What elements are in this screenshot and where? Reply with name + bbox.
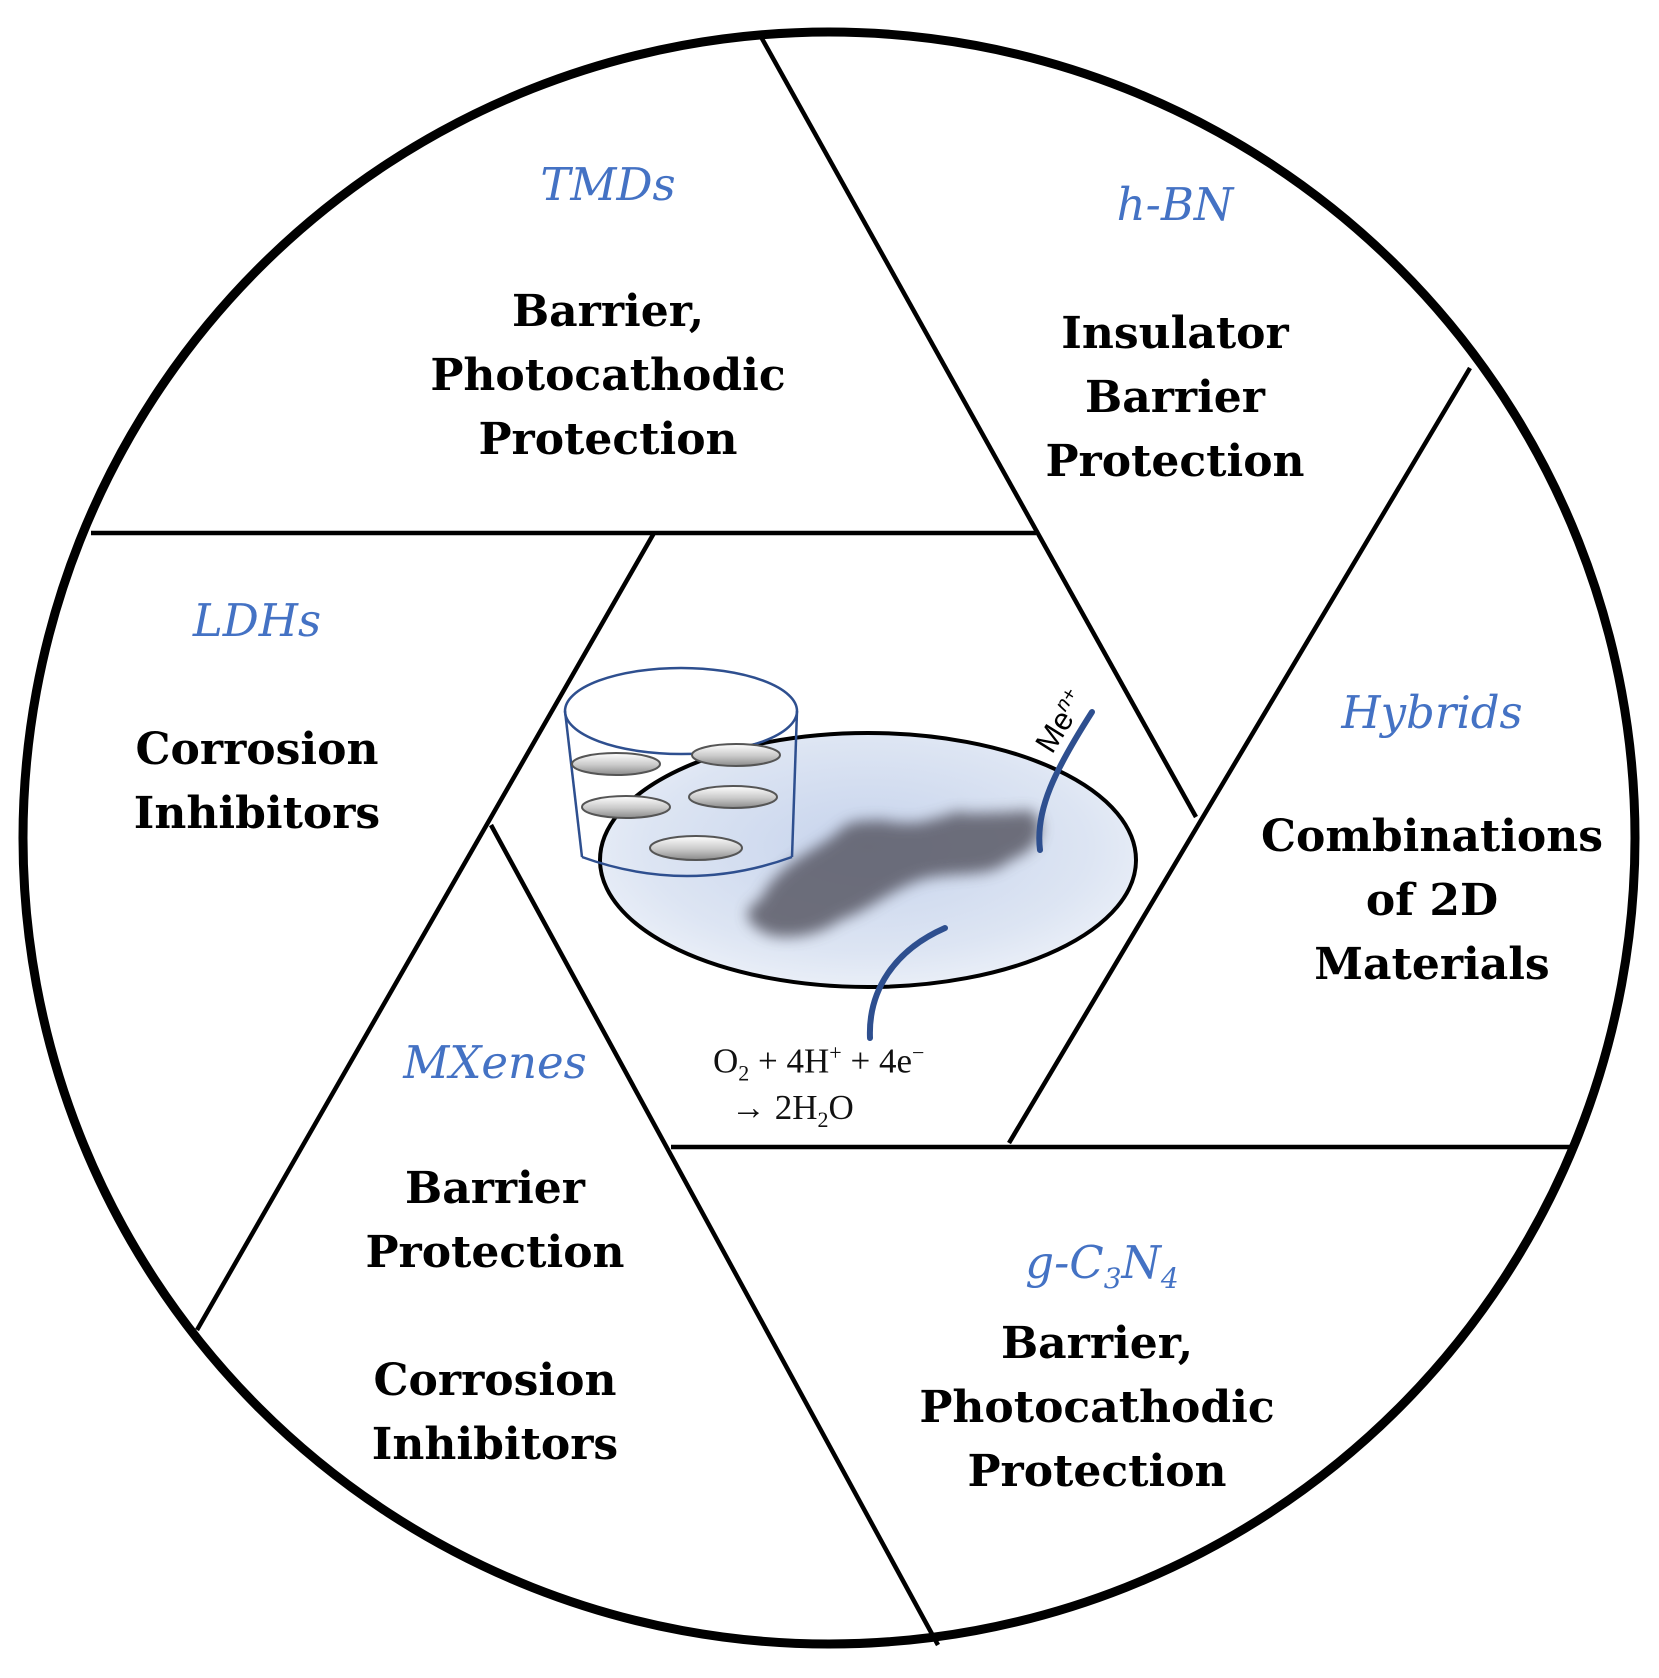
coating-container xyxy=(563,666,799,878)
category-tmds: TMDs xyxy=(540,158,676,211)
reaction-part: + 4H xyxy=(749,1041,830,1081)
description-line: Protection xyxy=(967,1446,1227,1497)
outer-ring xyxy=(18,27,1640,1649)
description-line: Inhibitors xyxy=(371,1419,619,1470)
description-hybrids: Combinations of 2D Materials xyxy=(1261,805,1603,997)
description-ldhs: Corrosion Inhibitors xyxy=(134,718,380,846)
reaction-part: + 4e xyxy=(841,1041,912,1081)
reaction-subscript: 2 xyxy=(738,1060,750,1086)
description-line: Barrier xyxy=(1085,372,1265,423)
reaction-line-1: O2 + 4H+ + 4e− xyxy=(713,1042,924,1085)
description-line: Inhibitors xyxy=(133,788,381,839)
oxygen-reduction-curve xyxy=(866,925,948,1041)
description-line: Protection xyxy=(478,414,738,465)
description-line: Barrier xyxy=(405,1163,585,1214)
description-line: Protection xyxy=(365,1227,625,1278)
reaction-line-2: → 2H2O xyxy=(731,1090,854,1131)
description-line: Corrosion xyxy=(135,724,379,775)
description-gc3n4: Barrier, Photocathodic Protection xyxy=(919,1312,1274,1504)
reaction-part: O xyxy=(828,1088,854,1127)
category-mxenes: MXenes xyxy=(403,1036,587,1089)
category-subscript: 4 xyxy=(1160,1262,1179,1295)
metal-ion-release-curve xyxy=(1036,709,1095,853)
category-subscript: 3 xyxy=(1103,1262,1122,1295)
description-line: Corrosion xyxy=(373,1355,617,1406)
divider-mxenes-ldhs xyxy=(195,531,656,1332)
flake-3 xyxy=(581,795,671,819)
reaction-superscript: − xyxy=(912,1040,925,1065)
divider-gc3n4-mxenes xyxy=(489,823,940,1647)
description-line: Barrier, xyxy=(1000,1318,1194,1369)
category-hybrids: Hybrids xyxy=(1341,686,1523,739)
description-line: Barrier, xyxy=(511,286,705,337)
category-part: N xyxy=(1121,1236,1161,1289)
flake-1 xyxy=(571,752,661,776)
description-line: of 2D xyxy=(1365,875,1499,926)
description-line: Photocathodic xyxy=(430,350,786,401)
category-hbn: h-BN xyxy=(1116,178,1234,231)
category-gc3n4: g-C3N4 xyxy=(1025,1240,1178,1293)
corrosion-pit xyxy=(747,810,1041,937)
flake-4 xyxy=(688,785,778,809)
flake-5 xyxy=(649,835,743,861)
category-ldhs: LDHs xyxy=(192,594,322,647)
flake-2 xyxy=(691,743,781,767)
reaction-subscript: 2 xyxy=(817,1107,829,1132)
description-tmds: Barrier, Photocathodic Protection xyxy=(430,280,785,472)
category-part: g-C xyxy=(1025,1236,1104,1289)
divider-hbn-hybrids xyxy=(1007,366,1472,1145)
description-hbn: Insulator Barrier Protection xyxy=(1045,302,1304,494)
reaction-part: O xyxy=(713,1041,739,1081)
description-line: Protection xyxy=(1045,436,1305,487)
reaction-part: → 2H xyxy=(731,1088,818,1127)
description-line xyxy=(365,1285,624,1349)
description-line: Combinations xyxy=(1260,811,1604,862)
reaction-superscript: + xyxy=(829,1040,842,1065)
nanosheet-flakes xyxy=(571,743,781,861)
center-illustration xyxy=(563,666,1138,1041)
description-line: Insulator xyxy=(1061,308,1289,359)
description-line: Materials xyxy=(1314,939,1550,990)
divider-tmds-hbn xyxy=(758,33,1198,819)
sector-dividers xyxy=(91,33,1570,1647)
description-line: Photocathodic xyxy=(919,1382,1275,1433)
description-mxenes: Barrier Protection Corrosion Inhibitors xyxy=(365,1157,624,1477)
